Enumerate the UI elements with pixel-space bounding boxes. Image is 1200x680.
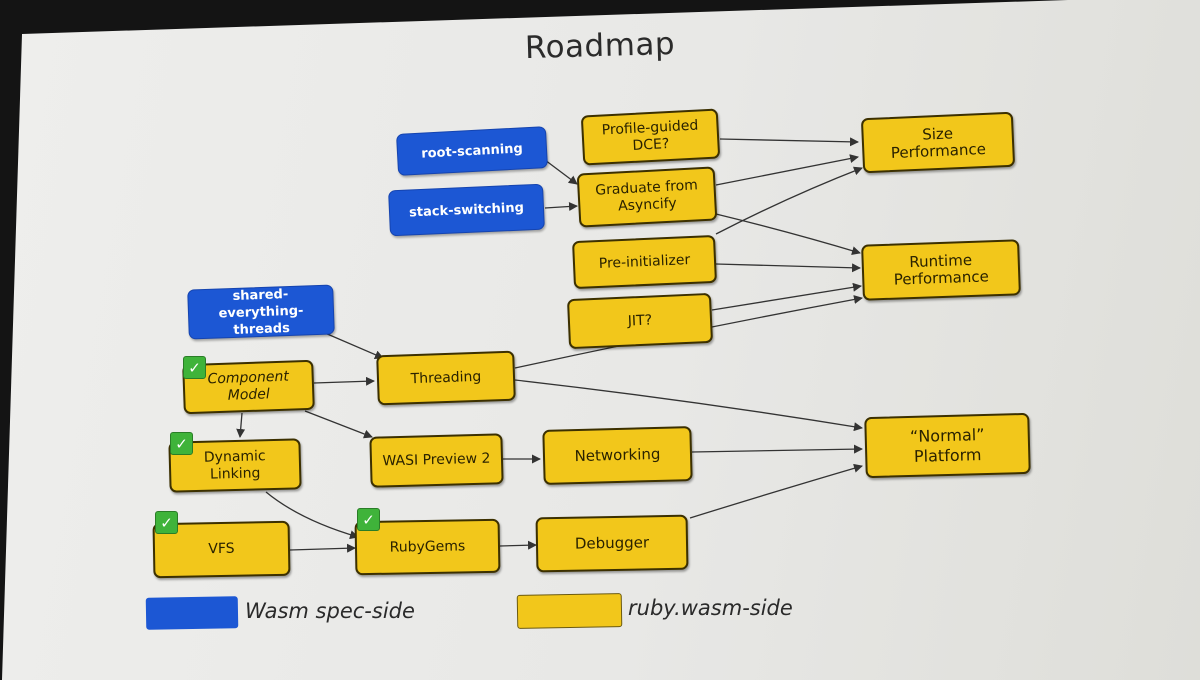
edge-threading-to-normal <box>514 379 863 432</box>
edge-graduate-to-size <box>715 154 859 186</box>
edge-component-to-dynamic <box>236 412 246 438</box>
node-root-scanning[interactable]: root-scanning <box>396 126 548 176</box>
edge-rubygems-to-debugger <box>499 540 537 550</box>
node-graduate-from-asyncify-label: Graduate from Asyncify <box>594 177 699 215</box>
node-wasi-preview-2-label: WASI Preview 2 <box>382 450 491 470</box>
check-icon: ✓ <box>357 508 380 531</box>
edge-vfs-to-rubygems <box>289 543 356 553</box>
node-debugger-label: Debugger <box>574 533 650 553</box>
node-profile-guided-dce[interactable]: Profile-guided DCE? <box>580 108 721 166</box>
check-icon: ✓ <box>183 356 206 379</box>
node-component-model-label: Component Model <box>207 368 290 404</box>
edge-preinit-to-runtime <box>715 263 861 273</box>
node-rubygems-label: RubyGems <box>389 537 466 556</box>
node-normal-platform[interactable]: “Normal” Platform <box>864 412 1031 479</box>
node-runtime-performance-label: Runtime Performance <box>893 250 990 289</box>
node-stack-switching-label: stack-switching <box>408 200 525 220</box>
legend-swatch-ruby <box>516 593 623 629</box>
node-size-performance-label: Size Performance <box>890 123 987 162</box>
node-dynamic-linking-label: Dynamic Linking <box>203 447 266 483</box>
node-jit-label: JIT? <box>627 311 653 330</box>
node-debugger[interactable]: Debugger <box>535 514 689 573</box>
edge-networking-to-normal <box>691 444 863 454</box>
edge-jit-to-runtime <box>711 282 862 311</box>
node-networking-label: Networking <box>574 444 661 466</box>
node-pre-initializer[interactable]: Pre-initializer <box>572 234 717 290</box>
edge-component-to-threading <box>313 376 375 386</box>
legend-label-ruby: ruby.wasm-side <box>628 596 793 620</box>
node-runtime-performance[interactable]: Runtime Performance <box>861 239 1021 301</box>
edge-graduate-to-runtime <box>715 213 861 256</box>
edge-debugger-to-normal <box>689 463 863 519</box>
node-networking[interactable]: Networking <box>542 426 693 485</box>
edge-profile-to-size <box>719 137 859 147</box>
check-icon: ✓ <box>155 511 178 534</box>
node-pre-initializer-label: Pre-initializer <box>598 251 691 272</box>
node-profile-guided-dce-label: Profile-guided DCE? <box>601 117 699 154</box>
node-shared-everything-threads[interactable]: shared-everything- threads <box>187 284 335 340</box>
node-stack-switching[interactable]: stack-switching <box>388 183 545 237</box>
edge-shared-to-threading <box>317 329 384 359</box>
node-root-scanning-label: root-scanning <box>420 140 524 162</box>
node-wasi-preview-2[interactable]: WASI Preview 2 <box>369 433 504 488</box>
node-threading[interactable]: Threading <box>376 350 516 406</box>
node-jit[interactable]: JIT? <box>566 292 714 350</box>
node-normal-platform-label: “Normal” Platform <box>909 424 985 466</box>
node-vfs-label: VFS <box>208 540 235 558</box>
legend-label-spec: Wasm spec-side <box>245 599 415 623</box>
node-size-performance[interactable]: Size Performance <box>860 111 1016 174</box>
legend-swatch-spec <box>145 596 239 630</box>
node-graduate-from-asyncify[interactable]: Graduate from Asyncify <box>576 166 718 228</box>
node-threading-label: Threading <box>410 368 482 387</box>
node-shared-everything-threads-label: shared-everything- threads <box>218 286 304 338</box>
edge-dynamic-to-rubygems <box>265 491 359 540</box>
edge-component-to-wasi <box>304 410 373 439</box>
check-icon: ✓ <box>170 432 193 455</box>
edge-root-to-graduate <box>544 159 578 185</box>
edge-stack-to-graduate <box>544 202 578 211</box>
edge-preinit-to-size <box>715 166 863 235</box>
